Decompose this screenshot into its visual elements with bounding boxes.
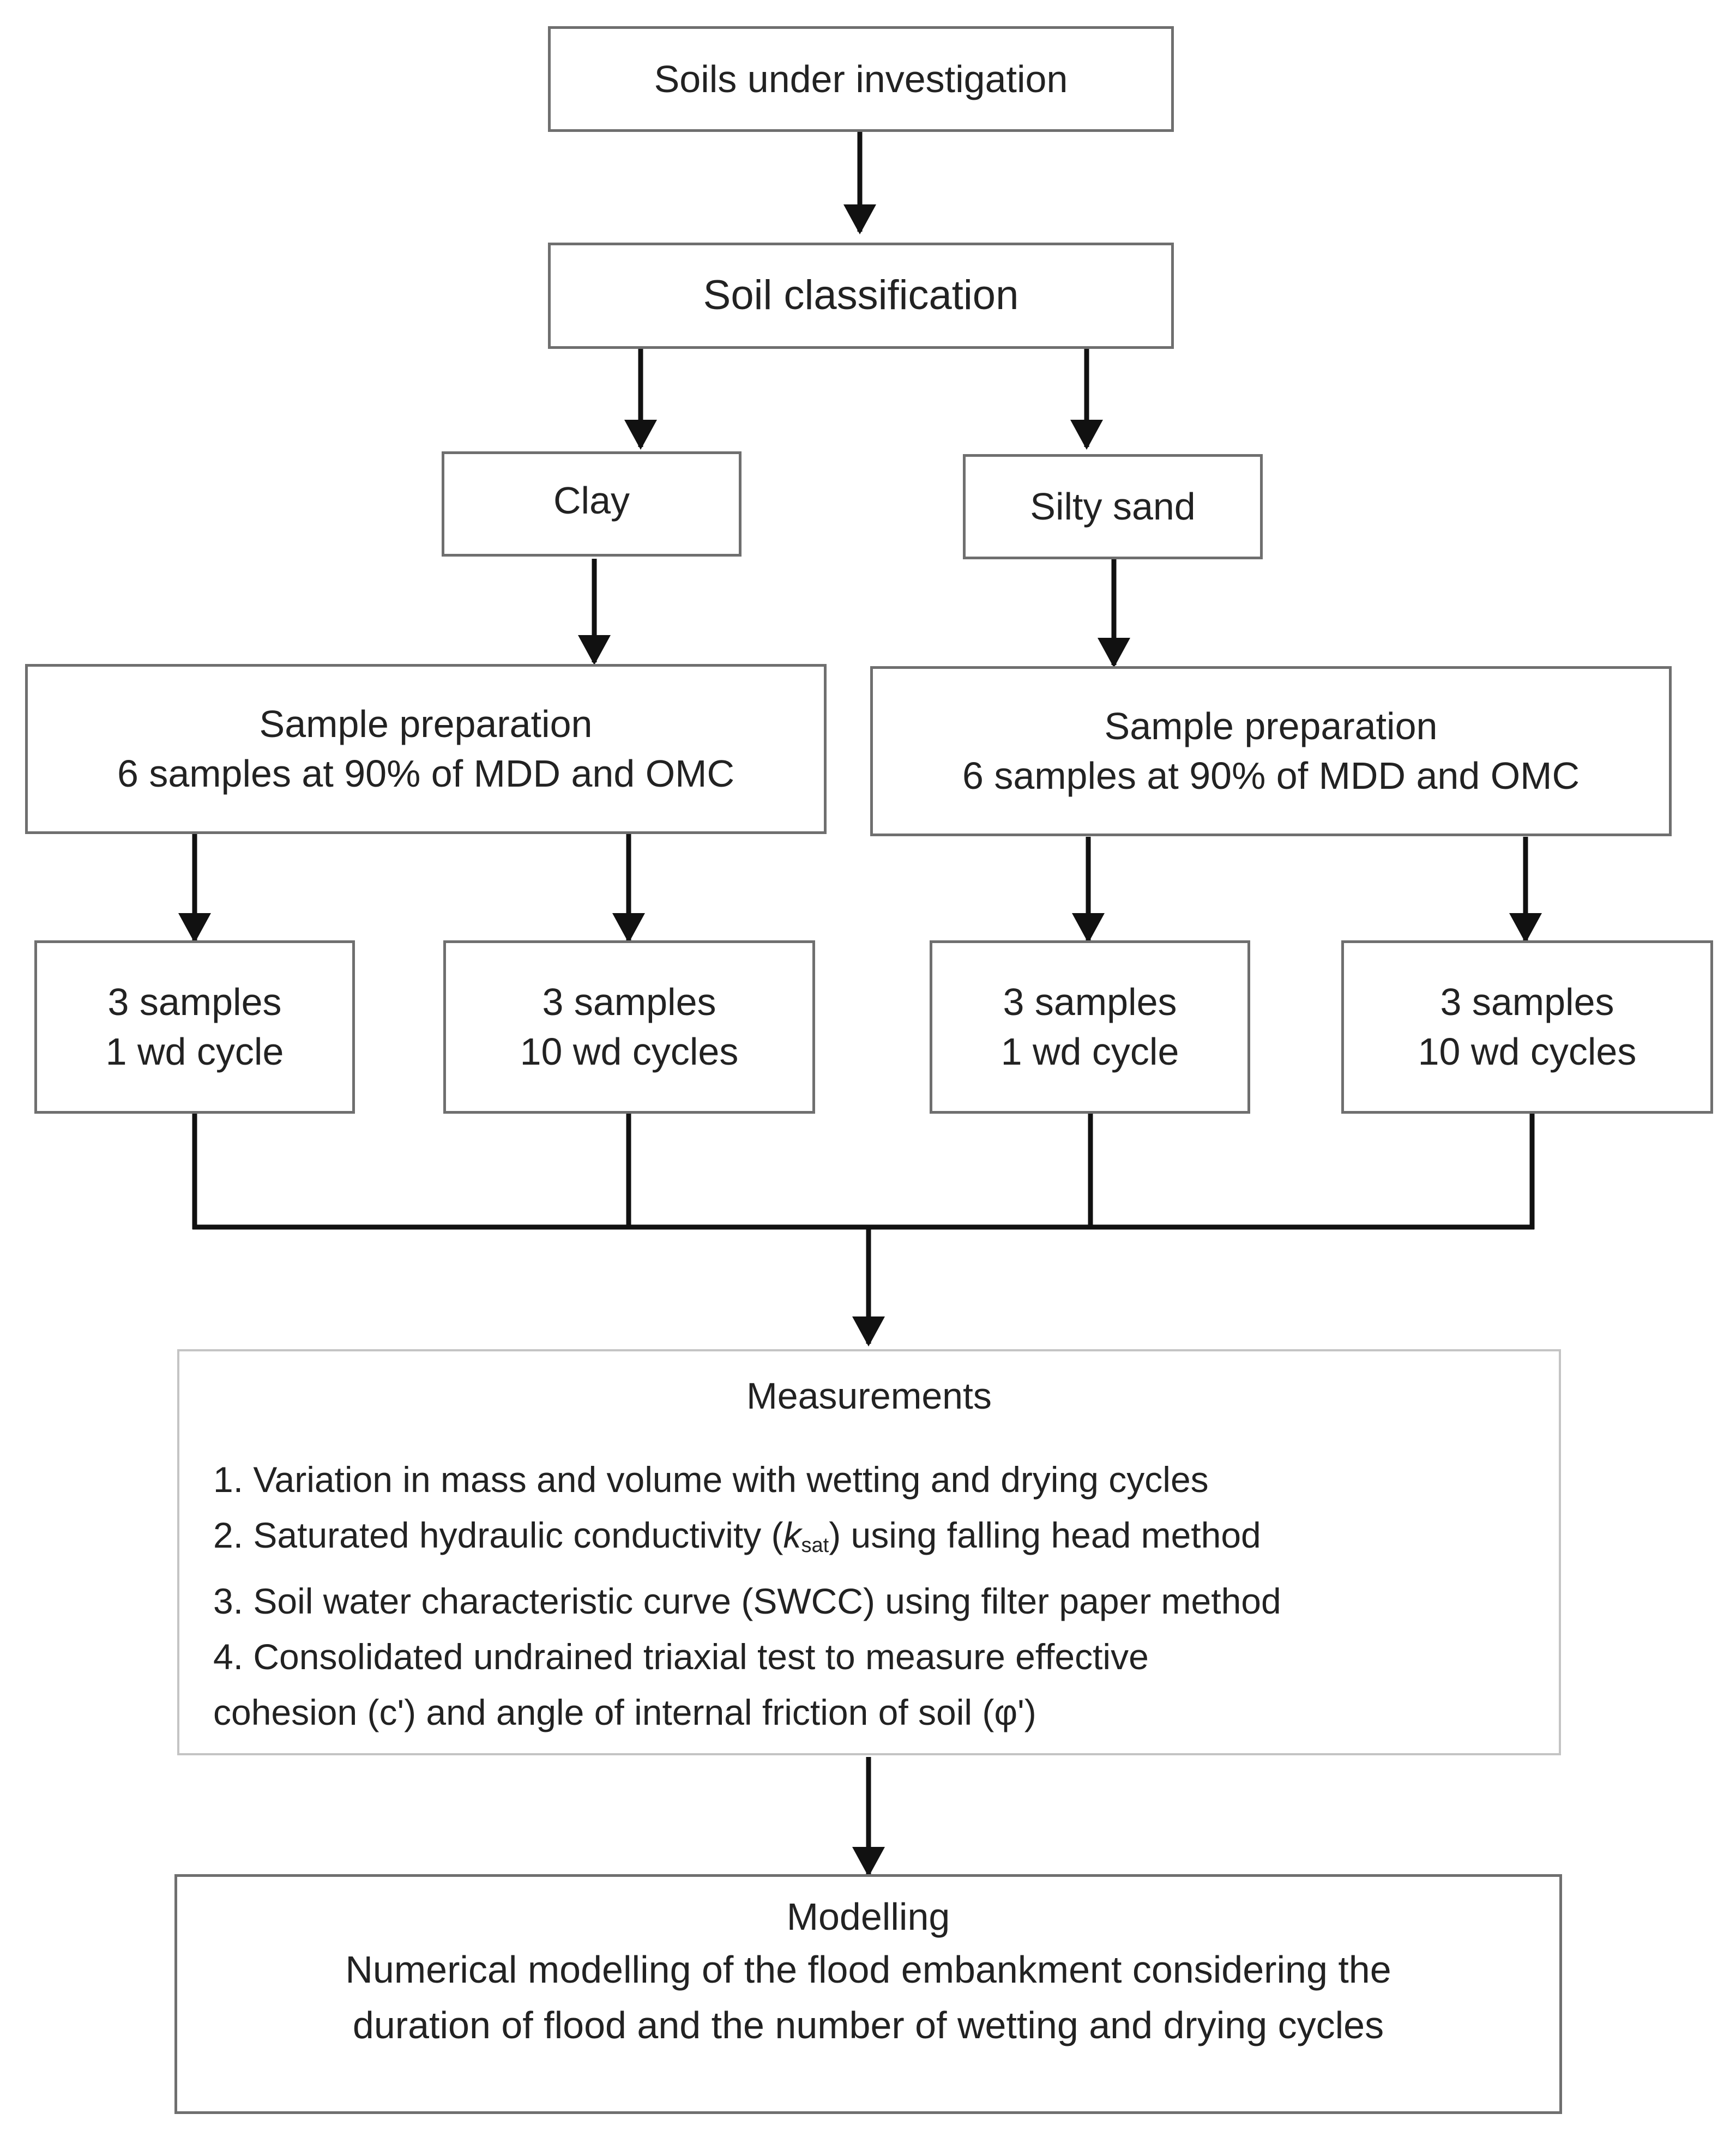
soil-classification-box: Soil classification <box>548 243 1174 349</box>
sand-1wd-cycle-box: 3 samples 1 wd cycle <box>930 940 1250 1114</box>
measurements-list: 1. Variation in mass and volume with wet… <box>179 1452 1559 1740</box>
sample-preparation-clay-detail: 6 samples at 90% of MDD and OMC <box>117 752 735 795</box>
ksat-subscript: sat <box>801 1534 829 1557</box>
clay-10wd-cycles: 10 wd cycles <box>520 1030 739 1073</box>
clay-10wd-samples: 3 samples <box>542 981 716 1023</box>
clay-10wd-cycles-box: 3 samples 10 wd cycles <box>443 940 815 1114</box>
measurement-item-3: 3. Soil water characteristic curve (SWCC… <box>213 1581 1281 1622</box>
modelling-line-2: duration of flood and the number of wett… <box>352 2004 1384 2046</box>
measurement-item-2: 2. Saturated hydraulic conductivity (ksa… <box>213 1515 1261 1557</box>
measurements-title: Measurements <box>746 1375 992 1417</box>
soil-classification-label: Soil classification <box>703 272 1019 319</box>
sample-preparation-sand-title: Sample preparation <box>1104 705 1438 747</box>
sand-10wd-cycles-box: 3 samples 10 wd cycles <box>1341 940 1713 1114</box>
sample-preparation-sand-box: Sample preparation 6 samples at 90% of M… <box>870 666 1672 836</box>
sand-1wd-cycles: 1 wd cycle <box>1000 1030 1179 1073</box>
sample-preparation-clay-title: Sample preparation <box>259 703 593 745</box>
sand-10wd-cycles: 10 wd cycles <box>1418 1030 1637 1073</box>
soils-under-investigation-box: Soils under investigation <box>548 26 1174 132</box>
clay-1wd-cycle-box: 3 samples 1 wd cycle <box>34 940 355 1114</box>
modelling-line-1: Numerical modelling of the flood embankm… <box>345 1948 1391 1991</box>
measurement-item-4-continued: cohesion (c') and angle of internal fric… <box>213 1692 1036 1733</box>
measurement-item-1: 1. Variation in mass and volume with wet… <box>213 1459 1209 1500</box>
sample-preparation-sand-detail: 6 samples at 90% of MDD and OMC <box>962 754 1580 797</box>
modelling-box: Modelling Numerical modelling of the flo… <box>174 1874 1562 2114</box>
silty-sand-label: Silty sand <box>1030 485 1196 528</box>
sample-preparation-clay-box: Sample preparation 6 samples at 90% of M… <box>25 664 827 834</box>
measurements-box: Measurements 1. Variation in mass and vo… <box>177 1349 1561 1755</box>
measurement-item-4: 4. Consolidated undrained triaxial test … <box>213 1636 1149 1677</box>
sand-10wd-samples: 3 samples <box>1440 981 1614 1023</box>
clay-box: Clay <box>442 451 742 557</box>
ksat-symbol: k <box>783 1515 801 1556</box>
sand-1wd-samples: 3 samples <box>1003 981 1177 1023</box>
soils-under-investigation-label: Soils under investigation <box>654 57 1068 100</box>
modelling-title: Modelling <box>786 1895 950 1938</box>
clay-1wd-samples: 3 samples <box>107 981 282 1023</box>
silty-sand-box: Silty sand <box>963 454 1263 559</box>
clay-label: Clay <box>553 479 630 522</box>
clay-1wd-cycles: 1 wd cycle <box>105 1030 284 1073</box>
